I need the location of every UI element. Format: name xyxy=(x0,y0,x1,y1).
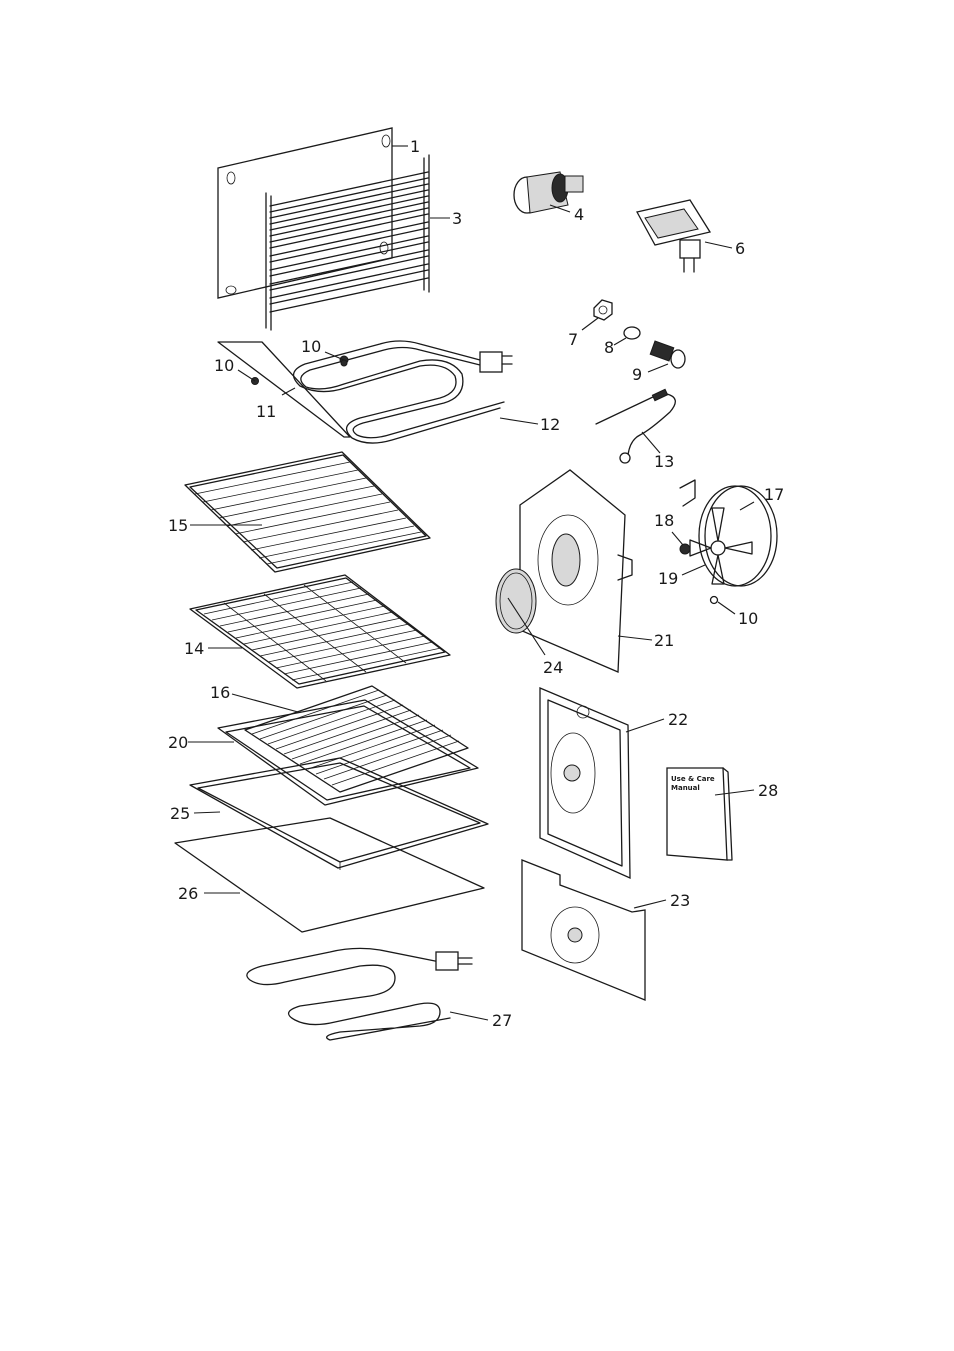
label-12: 12 xyxy=(540,415,560,434)
manual-title-line2: Manual xyxy=(671,784,700,792)
label-16: 16 xyxy=(210,683,230,702)
part-16-grill-rack xyxy=(244,685,469,793)
label-13: 13 xyxy=(654,452,674,471)
part-7-nut xyxy=(593,299,613,321)
label-14: 14 xyxy=(184,639,204,658)
part-27-bottom-element xyxy=(246,947,473,1041)
label-17: 17 xyxy=(764,485,784,504)
part-9-indicator-light xyxy=(649,340,686,369)
part-15-wire-shelf xyxy=(184,451,431,573)
label-23: 23 xyxy=(670,891,690,910)
part-8-washer xyxy=(623,326,641,340)
label-28: 28 xyxy=(758,781,778,800)
part-10-screw-a xyxy=(340,359,348,367)
part-3-shelf-runners xyxy=(265,154,430,331)
part-26-bottom-plate xyxy=(174,817,485,933)
part-6-light-housing xyxy=(636,199,712,273)
label-4: 4 xyxy=(574,205,584,224)
label-10-b: 10 xyxy=(301,337,321,356)
part-20-grill-tray xyxy=(217,699,479,806)
label-10-c: 10 xyxy=(738,609,758,628)
label-9: 9 xyxy=(632,365,642,384)
part-28-manual: Use & Care Manual xyxy=(666,767,733,861)
part-11-bracket xyxy=(217,341,351,438)
part-22-back-panel xyxy=(539,687,631,880)
part-25-baking-pan xyxy=(189,757,489,870)
part-1-side-panel xyxy=(217,127,393,299)
part-14-shelf xyxy=(189,574,451,689)
label-27: 27 xyxy=(492,1011,512,1030)
part-4-selector-knob xyxy=(513,171,584,214)
part-21-fan-cover xyxy=(519,469,633,673)
label-19: 19 xyxy=(658,569,678,588)
label-24: 24 xyxy=(543,658,563,677)
part-17-fan-motor xyxy=(679,479,778,587)
label-25: 25 xyxy=(170,804,190,823)
label-18: 18 xyxy=(654,511,674,530)
label-21: 21 xyxy=(654,631,674,650)
part-24-fan-filter xyxy=(495,568,537,634)
part-10-screw-c xyxy=(709,595,719,605)
part-18-fan-nut xyxy=(679,543,691,555)
manual-title-line1: Use & Care xyxy=(671,775,715,783)
label-3: 3 xyxy=(452,209,462,228)
label-8: 8 xyxy=(604,338,614,357)
label-6: 6 xyxy=(735,239,745,258)
part-23-rear-cover xyxy=(521,859,646,1001)
label-7: 7 xyxy=(568,330,578,349)
label-20: 20 xyxy=(168,733,188,752)
part-12-top-element xyxy=(293,340,513,444)
label-26: 26 xyxy=(178,884,198,903)
label-22: 22 xyxy=(668,710,688,729)
label-11: 11 xyxy=(256,402,276,421)
leader-lines xyxy=(188,145,755,1021)
part-13-probe xyxy=(595,388,676,464)
label-15: 15 xyxy=(168,516,188,535)
part-19-fan-blade xyxy=(689,507,753,585)
label-1: 1 xyxy=(410,137,420,156)
label-10-a: 10 xyxy=(214,356,234,375)
part-labels: 1 3 4 6 7 8 9 10 10 11 12 13 14 15 16 17… xyxy=(168,137,784,1030)
